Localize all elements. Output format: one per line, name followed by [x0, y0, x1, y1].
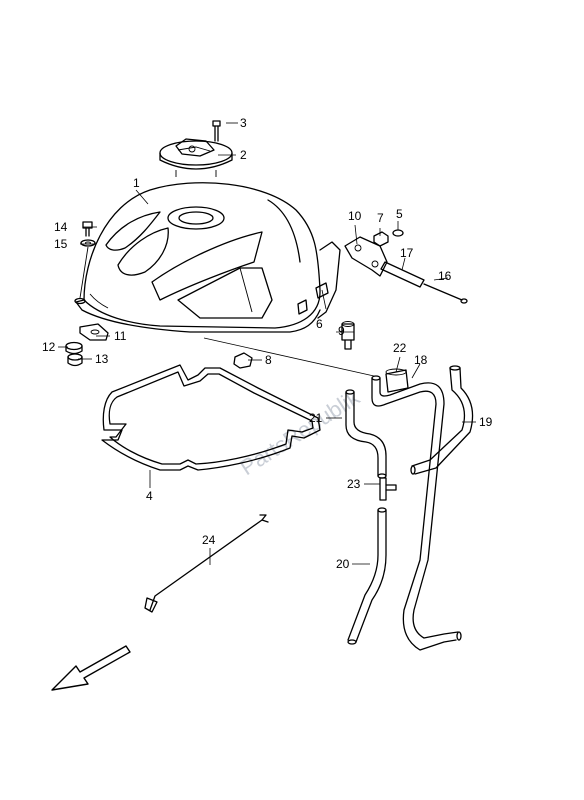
part-15-washer[interactable] — [80, 239, 96, 247]
part-9-valve[interactable] — [341, 321, 355, 350]
part-14-bolt[interactable] — [82, 221, 93, 237]
callout-23: 23 — [347, 477, 361, 491]
part-4-gasket[interactable] — [101, 364, 321, 471]
leader-lines — [58, 122, 476, 565]
callout-22: 22 — [393, 341, 407, 355]
callout-18: 18 — [414, 353, 428, 367]
callout-10: 10 — [348, 209, 362, 223]
callout-12: 12 — [42, 340, 56, 354]
callout-14: 14 — [54, 220, 68, 234]
tank-mount-hole — [74, 297, 86, 305]
part-2-fuel-cap[interactable] — [159, 138, 233, 177]
part-20-hose[interactable] — [347, 507, 387, 645]
part-22-connector[interactable] — [385, 368, 409, 393]
part-17-rod[interactable] — [380, 261, 425, 288]
part-10-bracket[interactable] — [344, 236, 388, 277]
part-1-fuel-tank[interactable] — [75, 182, 341, 333]
part-16-cable[interactable] — [423, 283, 468, 304]
part-11-bracket[interactable] — [79, 323, 109, 341]
callout-4: 4 — [146, 489, 153, 503]
part-12-cushion[interactable] — [65, 341, 83, 355]
callout-2: 2 — [240, 148, 247, 162]
callout-19: 19 — [479, 415, 493, 429]
mounting-axis-line — [79, 246, 89, 299]
part-7-nut[interactable] — [373, 231, 389, 247]
callout-labels: 3 2 1 14 15 11 12 13 6 9 8 4 10 7 5 17 1… — [42, 116, 493, 571]
part-8-clip[interactable] — [233, 352, 253, 369]
callout-21: 21 — [309, 411, 323, 425]
callout-9: 9 — [338, 324, 345, 338]
part-21-hose[interactable] — [345, 389, 387, 479]
callout-15: 15 — [54, 237, 68, 251]
callout-5: 5 — [396, 207, 403, 221]
part-18-hose[interactable] — [371, 375, 462, 651]
callout-13: 13 — [95, 352, 109, 366]
callout-11: 11 — [114, 329, 127, 343]
callout-16: 16 — [438, 269, 452, 283]
callout-8: 8 — [265, 353, 272, 367]
callout-17: 17 — [400, 246, 414, 260]
callout-7: 7 — [377, 211, 384, 225]
part-19-hose[interactable] — [410, 365, 474, 475]
callout-20: 20 — [336, 557, 350, 571]
part-24-rod[interactable] — [144, 514, 269, 613]
callout-3: 3 — [240, 116, 247, 130]
part-5-washer[interactable] — [392, 229, 404, 237]
arrow-front-icon — [51, 645, 131, 691]
callout-1: 1 — [133, 176, 140, 190]
part-23-joint[interactable] — [379, 477, 397, 501]
part-13-cushion[interactable] — [67, 353, 83, 367]
part-3-screw[interactable] — [212, 120, 221, 142]
callout-6: 6 — [316, 317, 323, 331]
callout-24: 24 — [202, 533, 216, 547]
